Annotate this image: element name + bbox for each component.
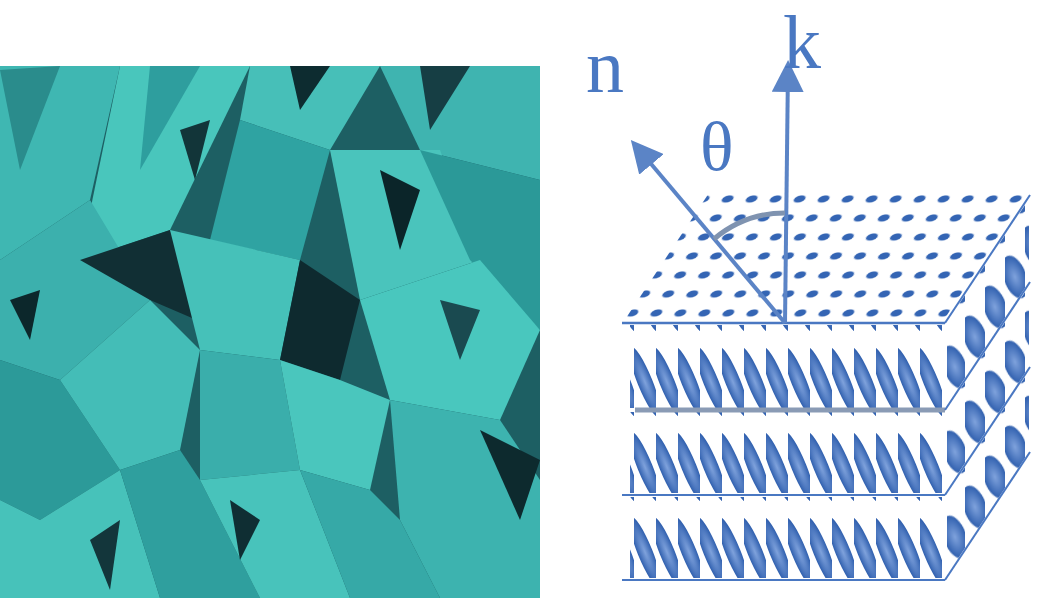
micrograph <box>0 66 540 598</box>
angle-arc <box>714 213 785 239</box>
k-arrow <box>785 68 788 323</box>
angle-label: θ <box>700 112 734 182</box>
layer-block <box>622 190 1030 580</box>
wavevector-label: k <box>783 4 821 80</box>
director-label: n <box>586 28 624 104</box>
